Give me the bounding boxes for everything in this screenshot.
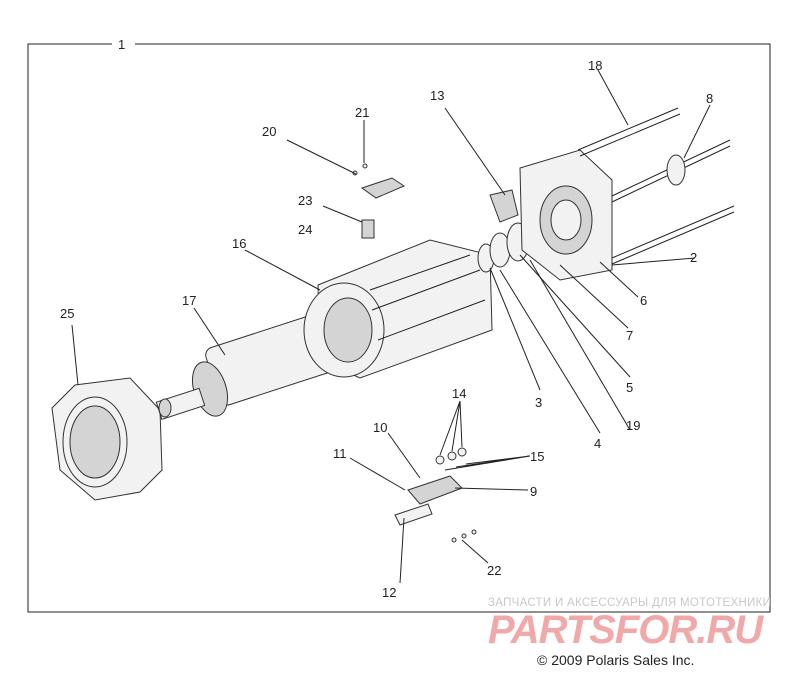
callout-13: 13: [430, 88, 444, 103]
leader-lines: [71, 69, 711, 584]
callout-11: 11: [333, 446, 347, 461]
callout-25: 25: [60, 306, 74, 321]
stator-housing-part: [303, 239, 493, 379]
callout-4: 4: [594, 436, 601, 451]
callout-21: 21: [355, 105, 369, 120]
brush-holder-part: [352, 163, 406, 239]
callout-8: 8: [706, 91, 713, 106]
callout-19: 19: [626, 418, 640, 433]
callout-10: 10: [373, 420, 387, 435]
watermark-tagline: ЗАПЧАСТИ И АКСЕССУАРЫ ДЛЯ МОТОТЕХНИКИ: [488, 597, 772, 609]
gear-housing-part: [519, 149, 613, 281]
through-bolts-part: [577, 107, 735, 265]
callout-12: 12: [382, 585, 396, 600]
callout-9: 9: [530, 484, 537, 499]
terminal-block-part: [394, 447, 477, 543]
callout-20: 20: [262, 124, 276, 139]
callout-24: 24: [298, 222, 312, 237]
callout-2: 2: [690, 250, 697, 265]
callout-16: 16: [232, 236, 246, 251]
callout-6: 6: [640, 293, 647, 308]
callout-22: 22: [487, 563, 501, 578]
diagram-frame: [27, 43, 771, 613]
o-ring-part: [666, 154, 686, 186]
callout-18: 18: [588, 58, 602, 73]
callout-15: 15: [530, 449, 544, 464]
callout-labels: 1 2 3 4 5 6 7 8 9 10 11 12 13 14 15 16 1…: [60, 37, 713, 600]
callout-3: 3: [535, 395, 542, 410]
copyright-notice: © 2009 Polaris Sales Inc.: [537, 652, 695, 668]
callout-17: 17: [182, 293, 196, 308]
callout-23: 23: [298, 193, 312, 208]
callout-1: 1: [118, 37, 125, 52]
armature-part: [155, 314, 335, 420]
end-cover-part: [51, 377, 163, 501]
callout-14: 14: [452, 386, 466, 401]
callout-5: 5: [626, 380, 633, 395]
watermark-logo: PARTSFOR.RU: [488, 608, 763, 652]
callout-7: 7: [626, 328, 633, 343]
